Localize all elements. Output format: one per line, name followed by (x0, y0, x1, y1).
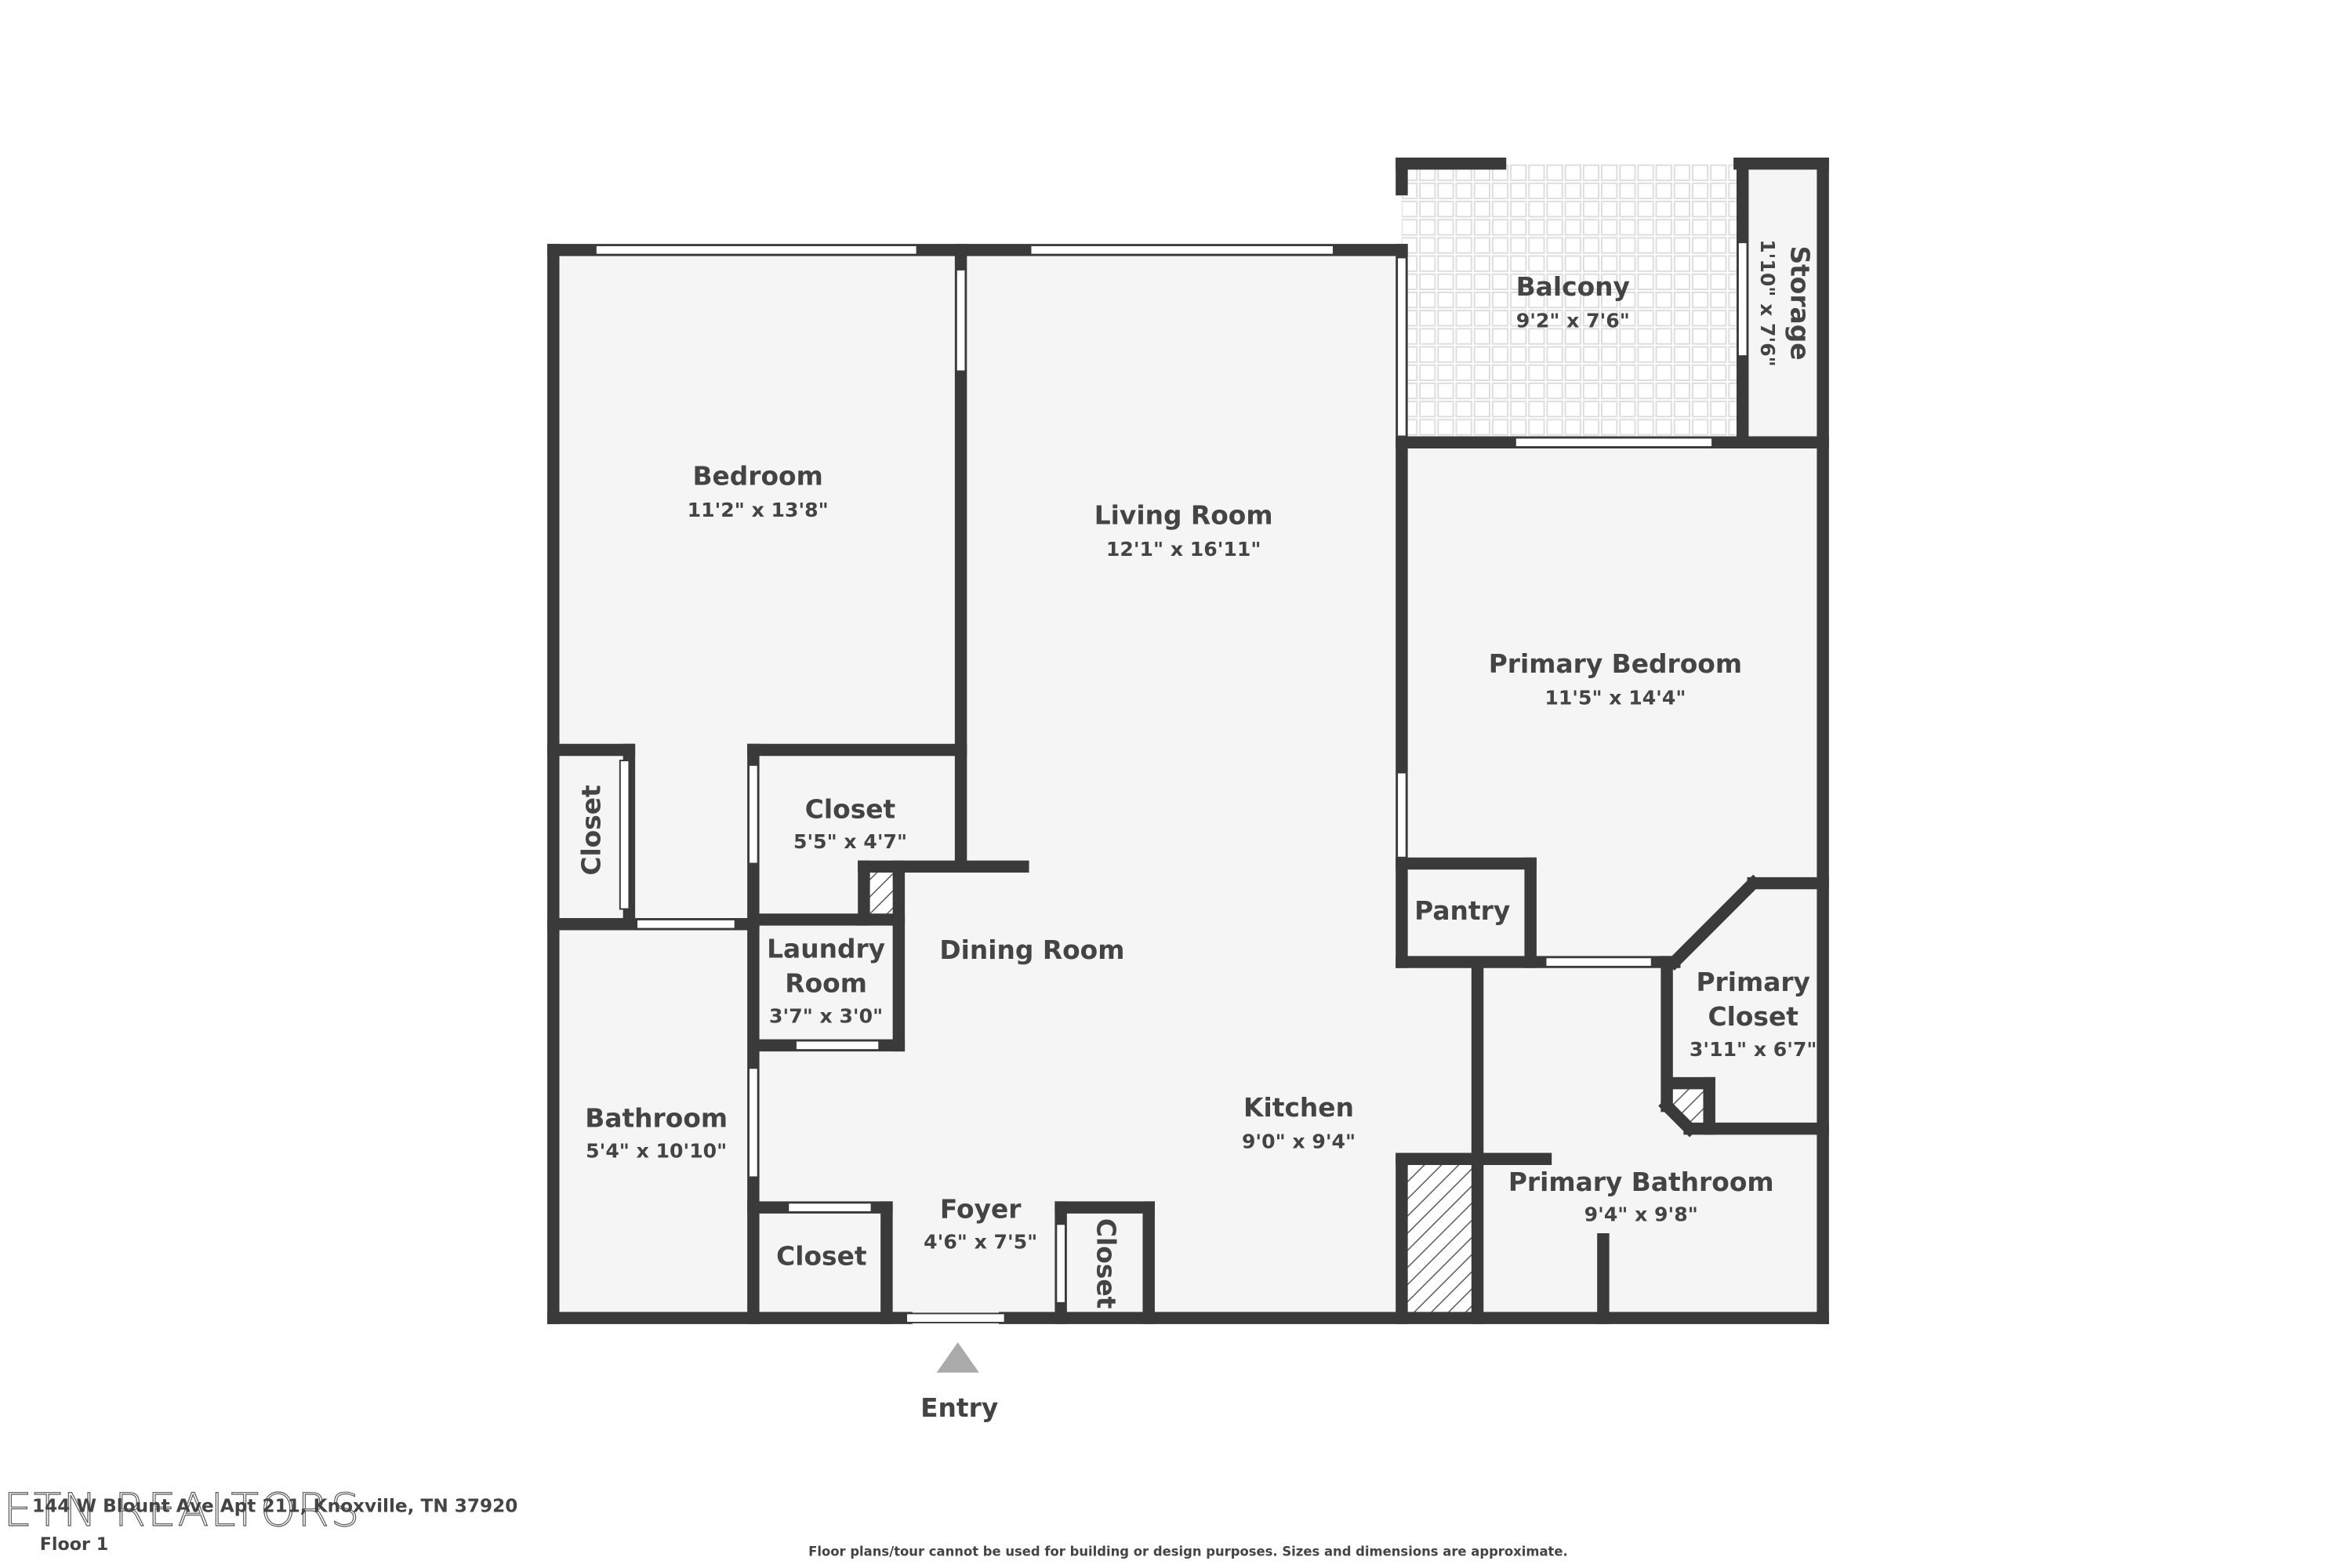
svg-text:Primary Bedroom: Primary Bedroom (1489, 649, 1742, 679)
room-storage: Storage 1'10" x 7'6" (1756, 239, 1815, 367)
svg-text:Laundry: Laundry (767, 934, 885, 964)
svg-text:9'2" x 7'6": 9'2" x 7'6" (1516, 309, 1630, 332)
room-foyer: Foyer 4'6" x 7'5" (924, 1195, 1037, 1254)
room-primary-bedroom: Primary Bedroom 11'5" x 14'4" (1489, 649, 1742, 710)
svg-text:Closet: Closet (577, 785, 607, 875)
svg-text:Primary Bathroom: Primary Bathroom (1508, 1167, 1774, 1197)
svg-text:Bedroom: Bedroom (692, 461, 822, 491)
svg-text:5'4" x 10'10": 5'4" x 10'10" (586, 1139, 727, 1162)
svg-text:4'6" x 7'5": 4'6" x 7'5" (924, 1230, 1037, 1253)
svg-text:Dining Room: Dining Room (939, 935, 1124, 965)
room-closet-left: Closet (577, 785, 607, 875)
svg-text:Closet: Closet (776, 1242, 866, 1272)
svg-text:Living Room: Living Room (1094, 501, 1273, 531)
svg-text:Pantry: Pantry (1414, 896, 1510, 926)
svg-text:9'0" x 9'4": 9'0" x 9'4" (1242, 1131, 1356, 1153)
svg-text:11'5" x 14'4": 11'5" x 14'4" (1544, 687, 1686, 710)
svg-text:Balcony: Balcony (1516, 272, 1630, 302)
room-balcony: Balcony 9'2" x 7'6" (1516, 272, 1630, 332)
entry-label: Entry (920, 1393, 998, 1423)
svg-text:Closet: Closet (1708, 1002, 1798, 1032)
svg-text:9'4" x 9'8": 9'4" x 9'8" (1584, 1203, 1698, 1225)
disclaimer: Floor plans/tour cannot be used for buil… (808, 1544, 1568, 1559)
entry-arrow-icon (936, 1342, 979, 1373)
floor-label: Floor 1 (40, 1534, 108, 1555)
svg-text:Storage: Storage (1785, 245, 1815, 360)
svg-text:Kitchen: Kitchen (1243, 1093, 1354, 1123)
svg-text:Bathroom: Bathroom (585, 1104, 728, 1134)
svg-text:Foyer: Foyer (940, 1195, 1022, 1225)
address: 144 W Blount Ave Apt 211, Knoxville, TN … (32, 1496, 517, 1517)
watermark-logo: ETN REALTORS (3, 1483, 361, 1537)
room-primary-bathroom: Primary Bathroom 9'4" x 9'8" (1508, 1167, 1774, 1226)
svg-text:5'5" x 4'7": 5'5" x 4'7" (793, 830, 907, 853)
svg-text:Closet: Closet (1091, 1218, 1121, 1308)
room-closet-bath: Closet (776, 1242, 866, 1272)
svg-text:3'11" x 6'7": 3'11" x 6'7" (1690, 1038, 1817, 1061)
room-closet-foyer: Closet (1091, 1218, 1121, 1308)
room-living: Living Room 12'1" x 16'11" (1094, 501, 1273, 561)
room-bathroom: Bathroom 5'4" x 10'10" (585, 1104, 728, 1163)
svg-text:3'7" x 3'0": 3'7" x 3'0" (769, 1004, 883, 1027)
floor-fill (553, 163, 1824, 1319)
room-laundry: Laundry Room 3'7" x 3'0" (767, 934, 885, 1027)
svg-text:1'10" x 7'6": 1'10" x 7'6" (1756, 239, 1779, 367)
room-bedroom: Bedroom 11'2" x 13'8" (688, 461, 829, 521)
room-primary-closet: Primary Closet 3'11" x 6'7" (1690, 967, 1817, 1061)
room-dining: Dining Room (939, 935, 1124, 965)
room-closet-mid: Closet 5'5" x 4'7" (793, 794, 907, 853)
room-pantry: Pantry (1414, 896, 1510, 926)
svg-text:11'2" x 13'8": 11'2" x 13'8" (688, 499, 829, 521)
svg-text:Closet: Closet (805, 794, 895, 824)
windows (594, 241, 1748, 1323)
svg-text:12'1" x 16'11": 12'1" x 16'11" (1106, 538, 1261, 561)
svg-text:Primary: Primary (1696, 967, 1810, 997)
svg-text:Room: Room (785, 969, 867, 999)
room-kitchen: Kitchen 9'0" x 9'4" (1242, 1093, 1356, 1153)
